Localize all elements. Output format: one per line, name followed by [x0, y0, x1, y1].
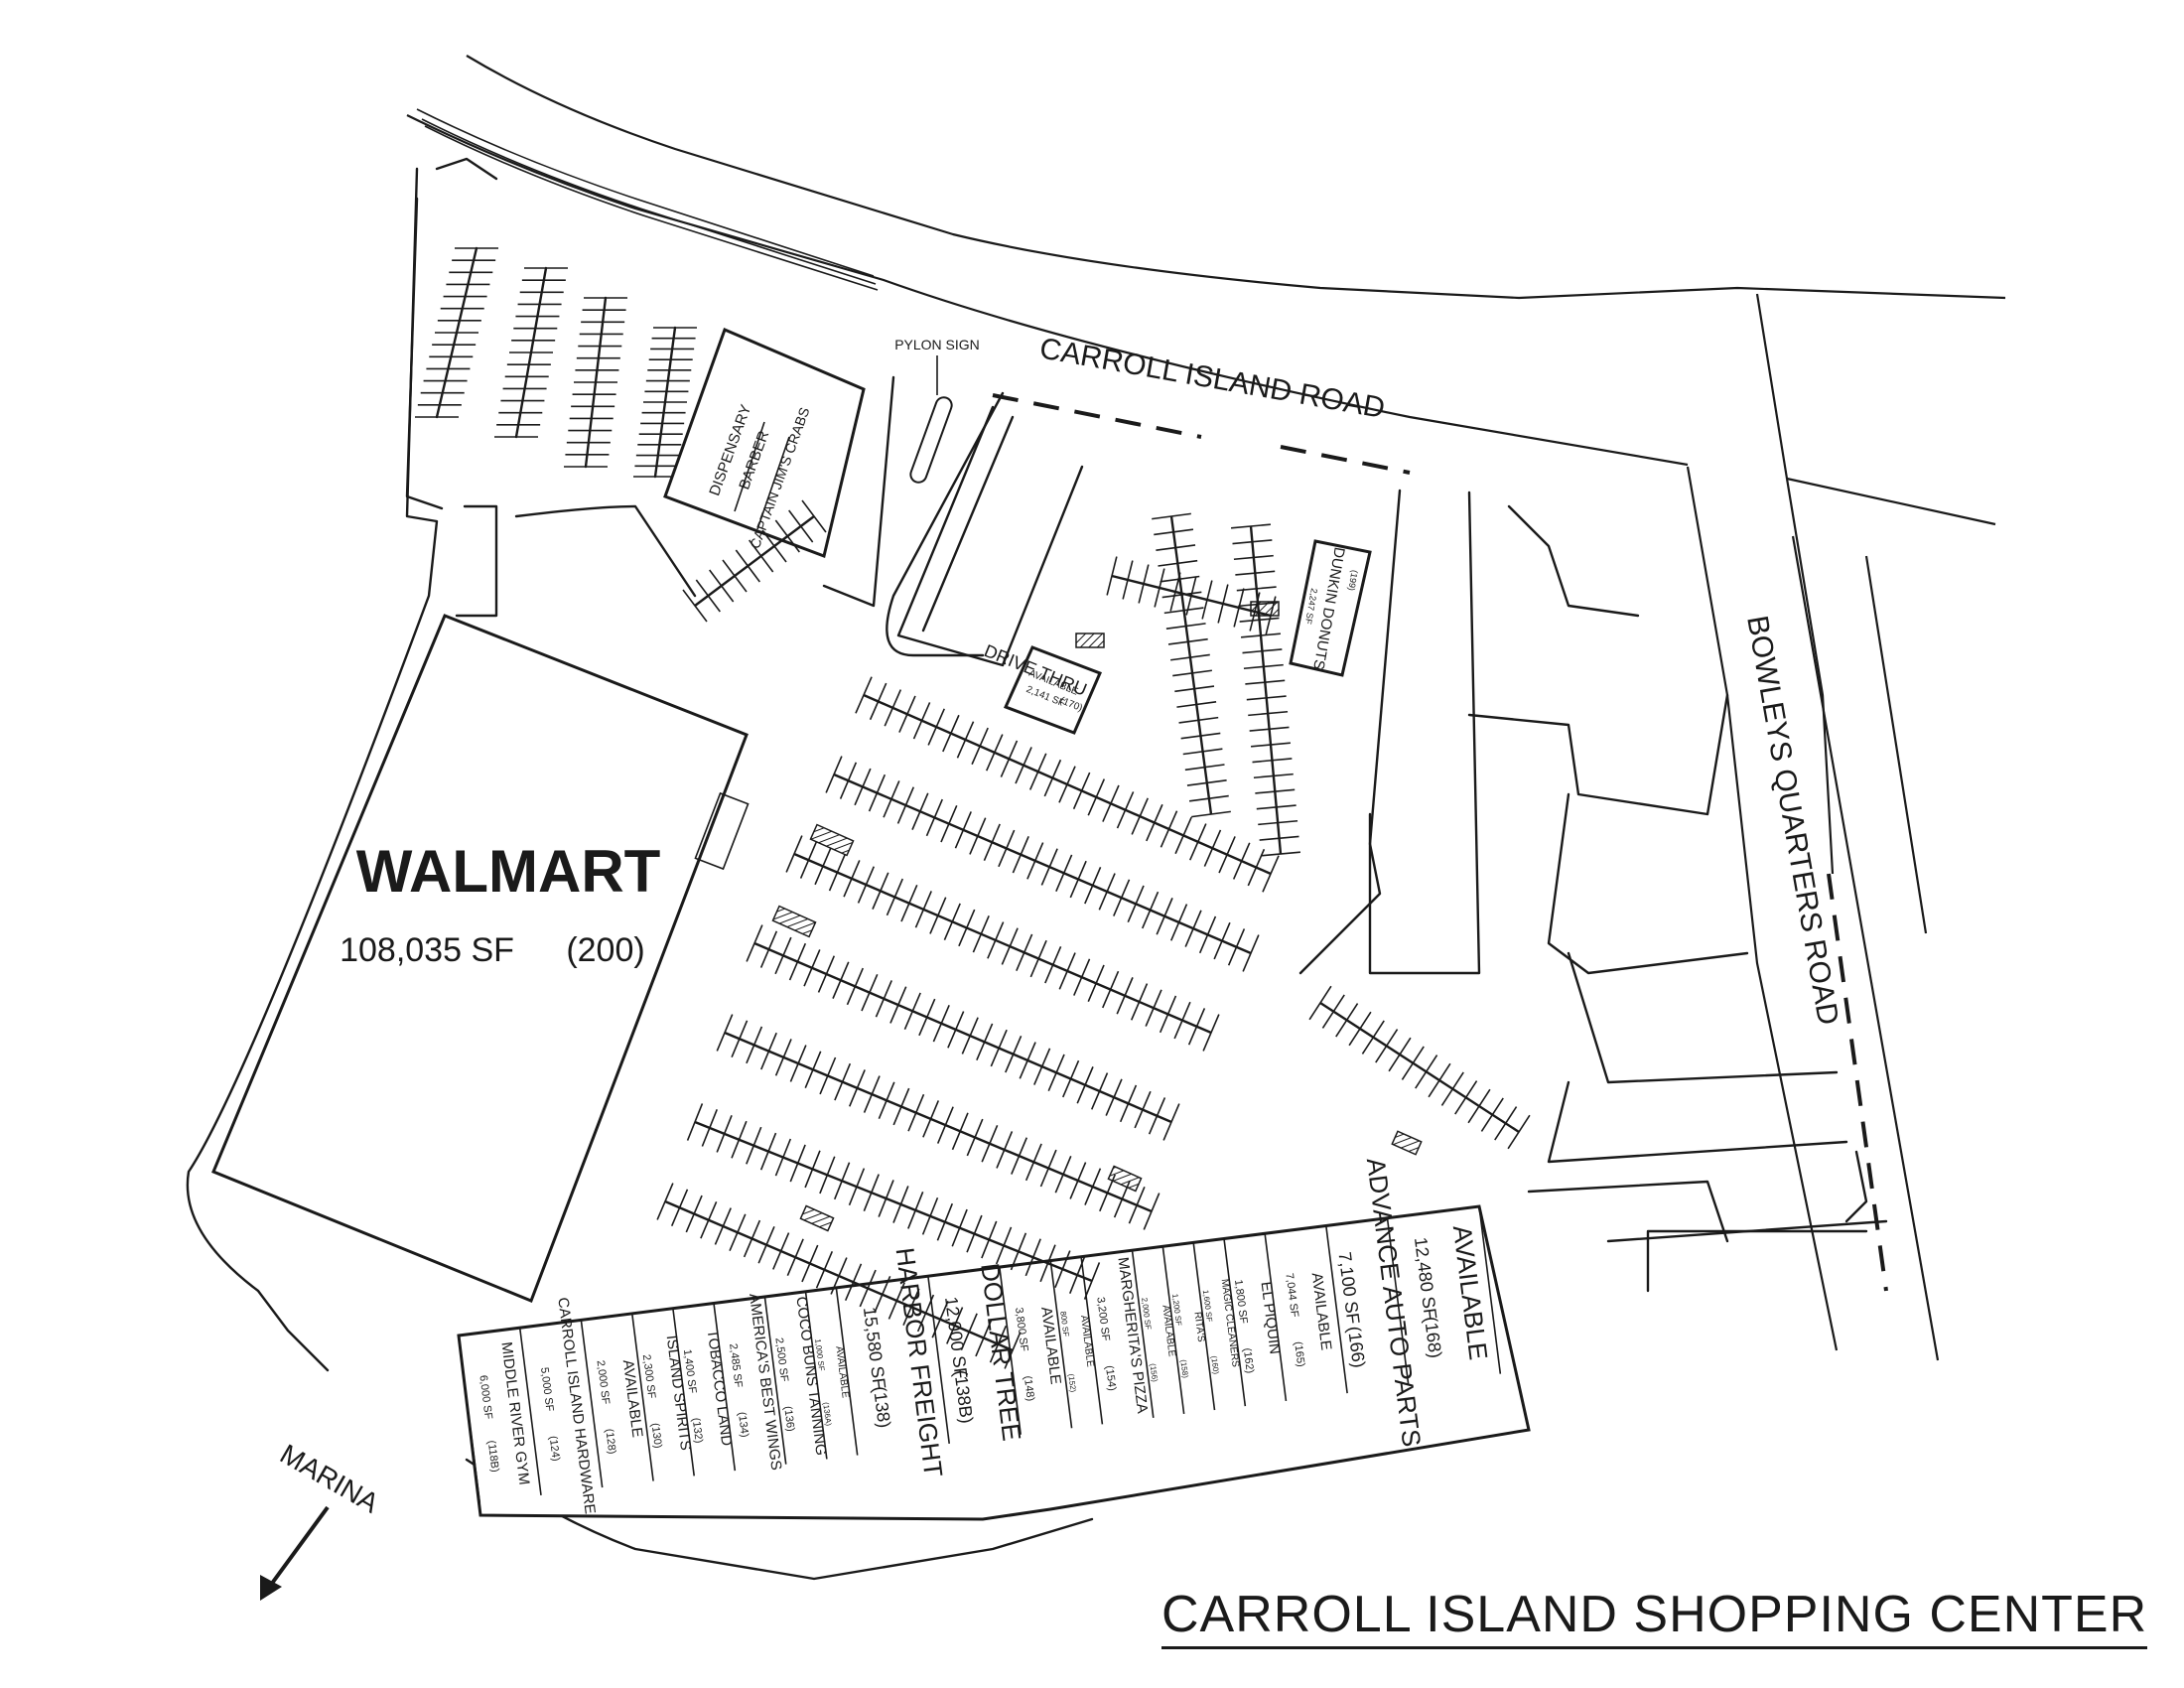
- tenant-sf: 1,600 SF: [1201, 1289, 1214, 1322]
- marina-label: MARINA: [275, 1438, 384, 1518]
- tenant-sf: 1,200 SF: [1170, 1293, 1183, 1326]
- walmart-area-label: 108,035 SF: [340, 931, 514, 969]
- walmart-name-label: WALMART: [356, 838, 661, 905]
- dunkin-unit-label: (199): [1346, 569, 1359, 591]
- available-pad-building: [1003, 645, 1102, 735]
- walmart-unit-label: (200): [566, 931, 644, 969]
- map-title: CARROLL ISLAND SHOPPING CENTER: [1161, 1585, 2148, 1649]
- tenant-sf: 2,500 SF: [772, 1336, 790, 1382]
- tenant-unit: (148): [1022, 1375, 1036, 1402]
- tenant-14: RITA'S 1,200 SF (158): [1170, 1293, 1206, 1379]
- tenant-unit: (134): [736, 1411, 751, 1438]
- tenant-sf: 7,044 SF: [1283, 1272, 1300, 1318]
- tenant-sf: 2,000 SF: [595, 1359, 613, 1405]
- tenant-unit: (160): [1209, 1355, 1220, 1375]
- tenant-unit: (124): [547, 1435, 562, 1462]
- tenant-sf: 2,000 SF: [1140, 1297, 1153, 1330]
- tenant-unit: (136A): [821, 1402, 833, 1427]
- pad-building-northwest: [663, 327, 866, 559]
- parking-lot-northwest: [405, 157, 697, 510]
- bowleys-quarters-road: [1686, 293, 1996, 1361]
- drive-thru-lane: [896, 405, 1084, 667]
- tenant-sf: 2,485 SF: [727, 1342, 745, 1388]
- carroll-island-road-label: CARROLL ISLAND ROAD: [1037, 332, 1388, 425]
- property-outline: [186, 167, 1888, 1581]
- tenant-unit: (156): [1149, 1363, 1160, 1383]
- tenant-unit: (136): [781, 1405, 796, 1432]
- tenant-sf: 2,300 SF: [640, 1353, 658, 1399]
- tenant-sf: 1,000 SF: [813, 1338, 826, 1371]
- parking-lot-main: [656, 499, 1531, 1369]
- tenant-sf: 1,400 SF: [681, 1348, 699, 1394]
- tenant-unit: (118B): [485, 1440, 501, 1473]
- railroad-track: [416, 108, 879, 291]
- accessible-stalls: [771, 601, 1423, 1232]
- marina-arrow: [260, 1505, 330, 1601]
- dunkin-building: [1289, 539, 1372, 677]
- tenant-sf: 800 SF: [1058, 1311, 1070, 1337]
- tenant-sf: 1,800 SF: [1232, 1279, 1250, 1325]
- retail-strip: [457, 1204, 1531, 1521]
- carroll-island-road: [406, 55, 2006, 475]
- tenant-name: RITA'S: [1191, 1311, 1206, 1342]
- walmart-label: WALMART 108,035 SF (200): [340, 838, 660, 969]
- tenant-unit: (162): [1241, 1347, 1256, 1374]
- tenant-unit: (158): [1178, 1359, 1189, 1379]
- tenant-unit: (128): [603, 1428, 617, 1455]
- tenant-sf: 3,200 SF: [1094, 1297, 1112, 1342]
- tenant-sf: 6,000 SF: [477, 1374, 494, 1420]
- pylon-sign-island: [909, 396, 953, 484]
- walmart-building: [211, 614, 750, 1303]
- tenant-unit: (130): [649, 1422, 664, 1449]
- tenant-unit: (165): [1292, 1340, 1306, 1367]
- tenant-sf: 3,800 SF: [1013, 1307, 1030, 1352]
- pylon-sign-label: PYLON SIGN: [894, 337, 980, 352]
- tenant-unit: (152): [1066, 1373, 1077, 1393]
- tenant-sf: 5,000 SF: [538, 1366, 556, 1412]
- tenant-unit: (154): [1103, 1364, 1118, 1391]
- tenant-unit: (132): [690, 1417, 705, 1444]
